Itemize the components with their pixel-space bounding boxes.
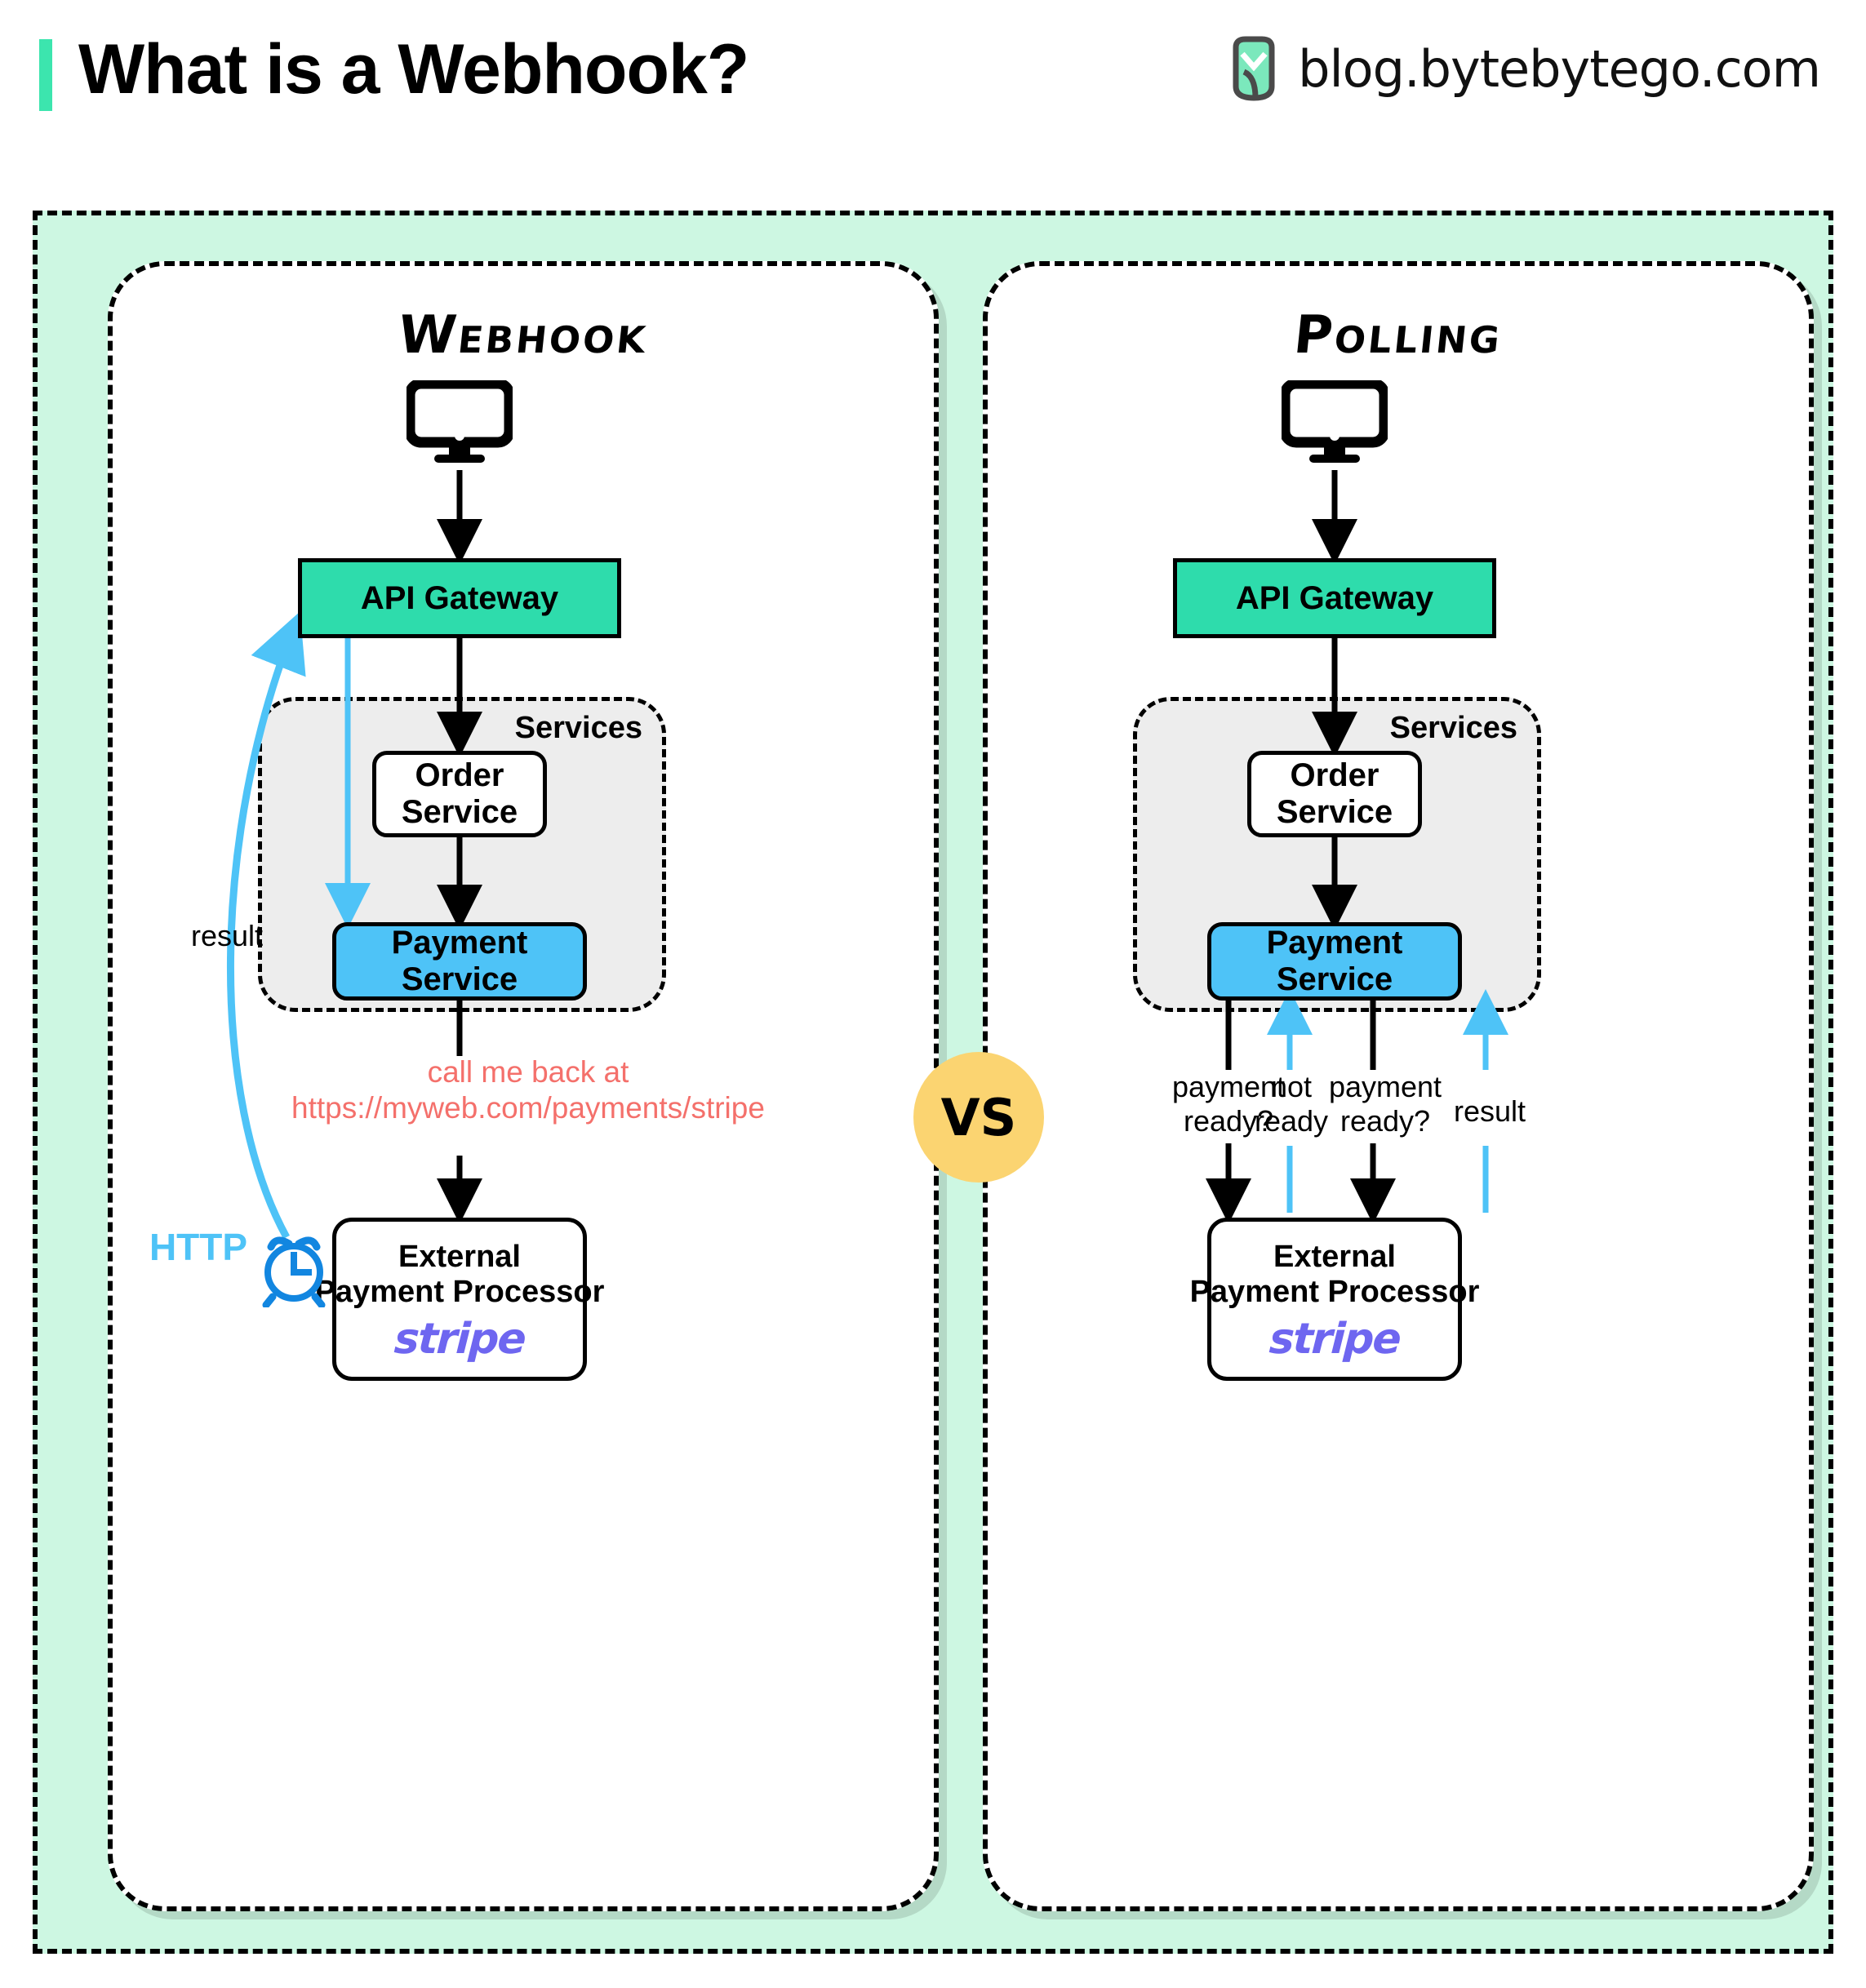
api-gateway-label: API Gateway <box>360 579 559 616</box>
poll-label-2-line1: not <box>1270 1070 1313 1103</box>
order-service-box-webhook: Order Service <box>372 751 547 837</box>
result-label-webhook: result <box>190 919 264 952</box>
panel-webhook: Webhook <box>108 261 939 1911</box>
diagram-canvas: Webhook <box>33 211 1833 1954</box>
stripe-logo: stripe <box>1268 1315 1402 1365</box>
payment-service-box-polling: Payment Service <box>1207 922 1462 1001</box>
poll-label-1-line2: ready? <box>1183 1104 1274 1138</box>
api-gateway-box-polling: API Gateway <box>1173 558 1496 638</box>
services-label: Services <box>514 711 642 745</box>
processor-line2: Payment Processor <box>1189 1274 1480 1309</box>
brand-block: blog.bytebytego.com <box>1228 36 1821 101</box>
external-payment-processor-webhook: External Payment Processor stripe <box>315 1218 604 1381</box>
processor-line2: Payment Processor <box>314 1274 605 1309</box>
poll-label-1-line1: payment <box>1171 1070 1286 1103</box>
panel-title-polling: Polling <box>1291 305 1506 366</box>
bytebytego-logo-icon <box>1233 36 1275 101</box>
api-gateway-box-webhook: API Gateway <box>298 558 621 638</box>
external-payment-processor-polling: External Payment Processor stripe <box>1190 1218 1479 1381</box>
vs-badge: VS <box>913 1052 1044 1183</box>
poll-label-2-line2: ready <box>1254 1104 1329 1138</box>
brand-url: blog.bytebytego.com <box>1298 38 1821 99</box>
order-service-box-polling: Order Service <box>1247 751 1422 837</box>
payment-service-box-webhook: Payment Service <box>332 922 587 1001</box>
title-accent-bar <box>39 39 52 111</box>
poll-label-3-line1: payment <box>1328 1070 1442 1103</box>
api-gateway-label: API Gateway <box>1235 579 1434 616</box>
result-label-polling: result <box>1453 1094 1526 1128</box>
poll-label-3-line2: ready? <box>1340 1104 1431 1138</box>
processor-line1: External <box>1273 1240 1396 1275</box>
panel-title-webhook: Webhook <box>395 305 651 366</box>
http-label: HTTP <box>149 1226 248 1268</box>
panel-polling: Polling <box>983 261 1814 1911</box>
page-header: What is a Webhook? blog.bytebytego.com <box>0 0 1866 204</box>
services-label: Services <box>1389 711 1517 745</box>
callback-annotation: call me back at https://myweb.com/paymen… <box>113 1054 944 1125</box>
payment-service-label: Payment Service <box>1266 925 1403 997</box>
monitor-icon <box>1282 380 1388 463</box>
stripe-logo: stripe <box>393 1315 526 1365</box>
callback-line2: https://myweb.com/payments/stripe <box>291 1090 765 1125</box>
page-title: What is a Webhook? <box>78 30 749 109</box>
order-service-line1: Order <box>415 757 504 794</box>
payment-service-label: Payment Service <box>391 925 528 997</box>
order-service-line2: Service <box>1276 794 1393 830</box>
poll-label-1: payment ready? <box>1151 1070 1306 1139</box>
processor-line1: External <box>398 1240 521 1275</box>
poll-label-2: not ready <box>1242 1070 1340 1139</box>
callback-line1: call me back at <box>427 1055 629 1089</box>
order-service-line1: Order <box>1290 757 1380 794</box>
poll-label-3: payment ready? <box>1308 1070 1463 1139</box>
order-service-line2: Service <box>401 794 518 830</box>
alarm-clock-icon <box>262 1236 326 1307</box>
monitor-icon <box>407 380 513 463</box>
